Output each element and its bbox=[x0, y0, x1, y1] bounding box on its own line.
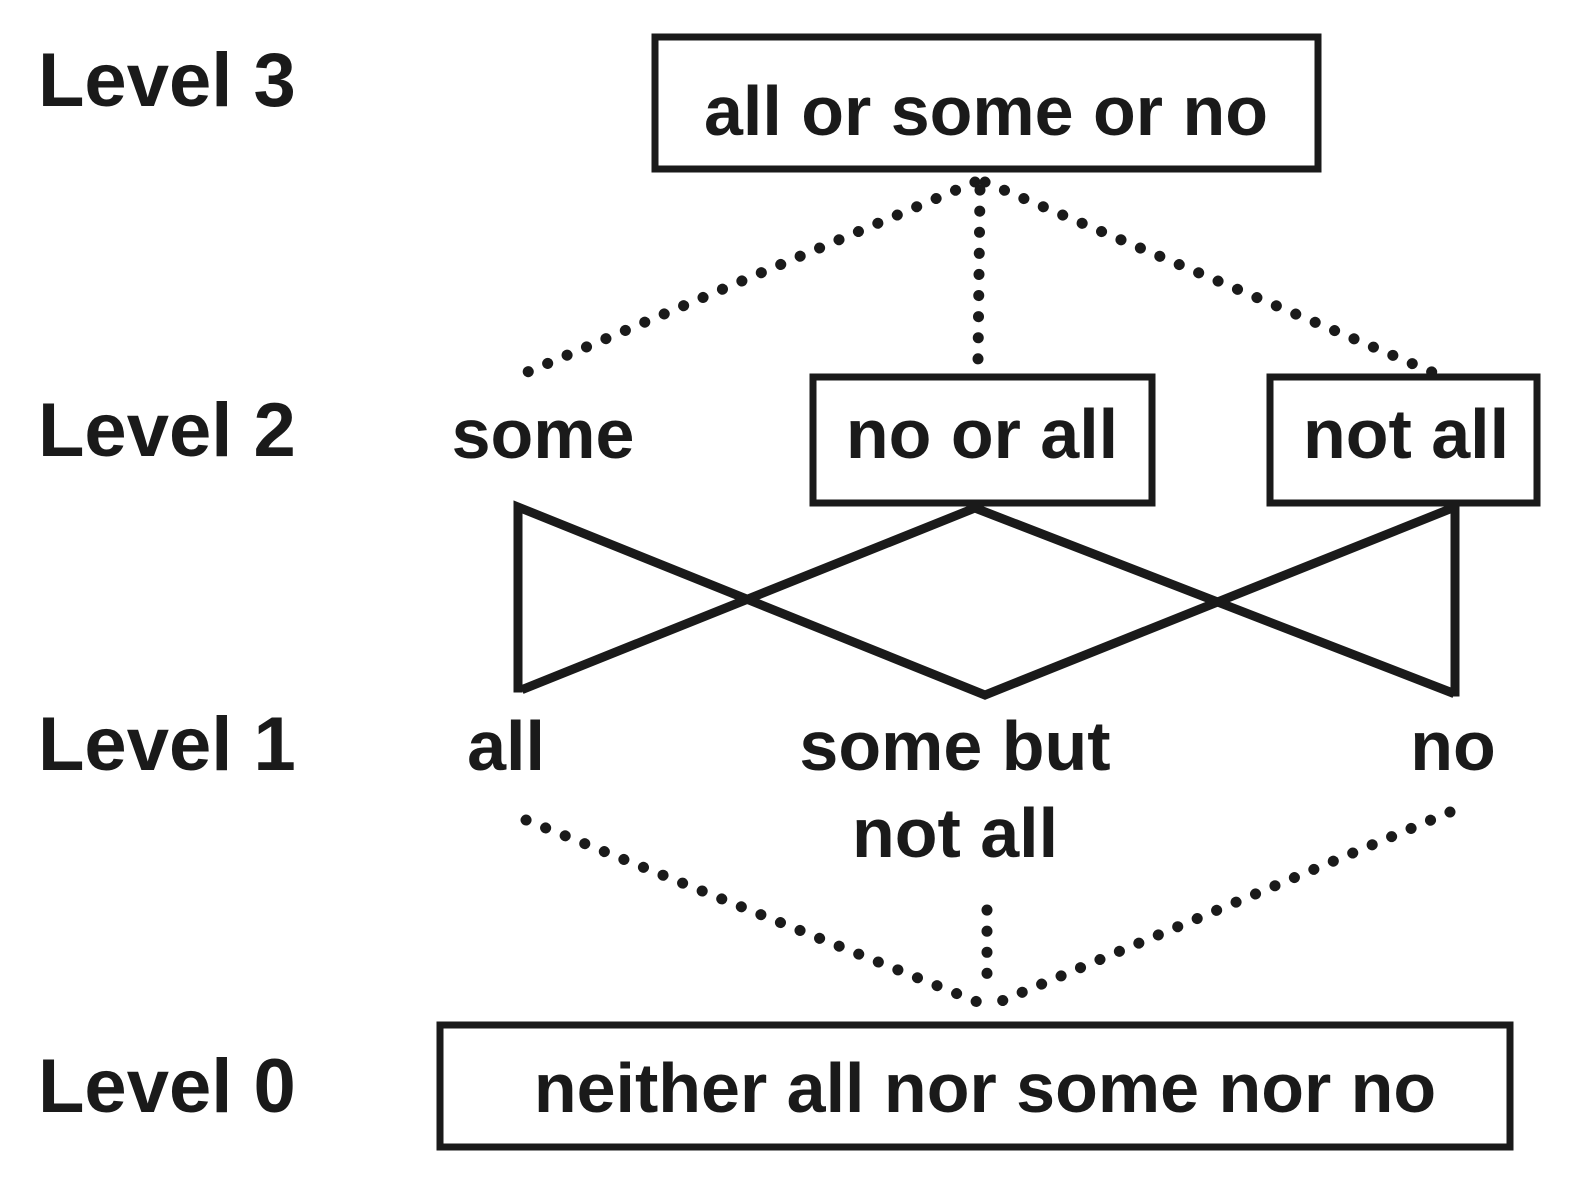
edge-all-to-bottom bbox=[520, 814, 991, 1011]
edge-some-all-no bbox=[513, 500, 1460, 700]
level-1-label: Level 1 bbox=[38, 702, 296, 787]
edge-top-to-not-all bbox=[979, 176, 1438, 378]
node-not-all-label: not all bbox=[1303, 395, 1509, 473]
edge-all-no-or-all-no bbox=[520, 503, 1456, 698]
level-2-label: Level 2 bbox=[38, 388, 296, 473]
level-3-label: Level 3 bbox=[38, 38, 296, 123]
node-neither-label: neither all nor some nor no bbox=[534, 1049, 1436, 1127]
node-all-or-some-or-no-box bbox=[651, 33, 1322, 173]
node-no-or-all-box bbox=[809, 373, 1156, 507]
node-no-or-all-label: no or all bbox=[846, 395, 1118, 473]
node-not-all-box bbox=[1266, 373, 1541, 507]
edge-no-to-bottom bbox=[986, 806, 1456, 1011]
node-no-label: no bbox=[1410, 707, 1496, 785]
edge-top-to-no-or-all bbox=[972, 184, 986, 366]
node-some-label: some bbox=[452, 395, 635, 473]
node-all-or-some-or-no-label: all or some or no bbox=[704, 72, 1268, 150]
node-some-but-not-all-line1: some but bbox=[799, 707, 1110, 785]
node-some-but-not-all-line2: not all bbox=[852, 794, 1058, 872]
node-all-label: all bbox=[467, 707, 545, 785]
level-0-label: Level 0 bbox=[38, 1044, 296, 1129]
node-neither-box bbox=[436, 1021, 1514, 1151]
edge-top-to-some bbox=[512, 176, 981, 382]
